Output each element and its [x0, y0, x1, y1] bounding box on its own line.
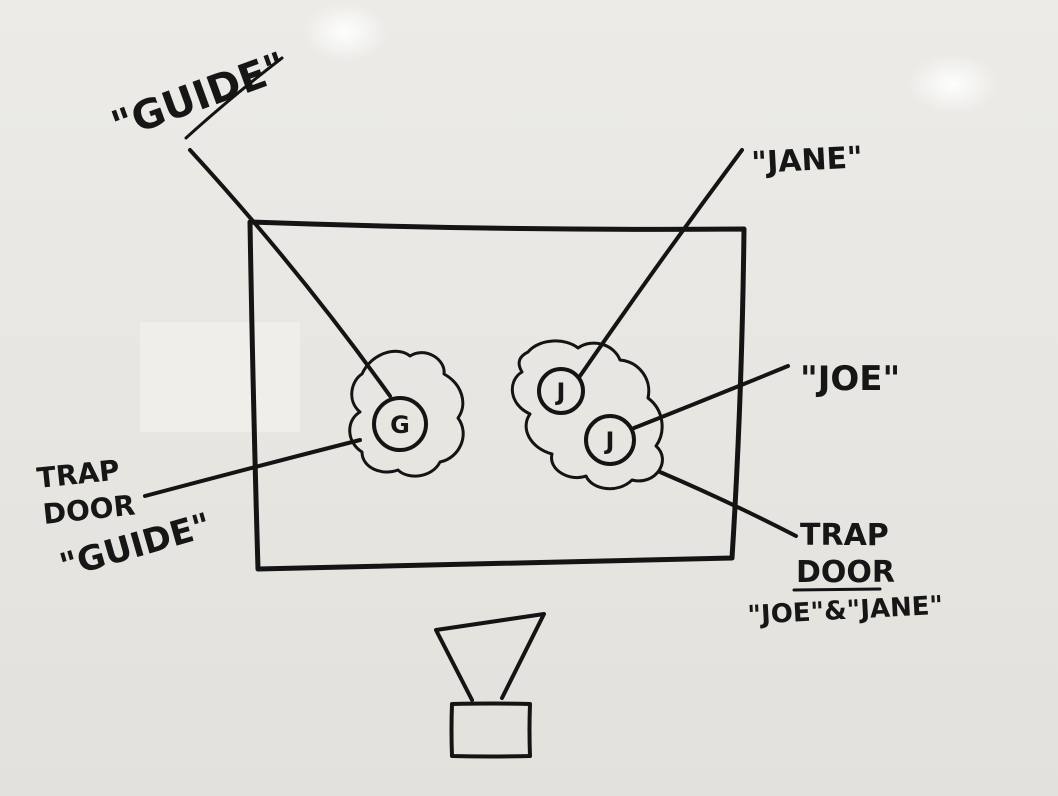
trap-joe-jane-label-line-1: TRAP — [800, 518, 889, 553]
trap-door-underline — [792, 587, 882, 592]
joe-token-letter: J — [604, 427, 615, 455]
joe-right-leader — [632, 364, 790, 430]
light-glare-right — [907, 54, 999, 114]
camera-body — [449, 701, 532, 759]
guide-blob — [348, 349, 465, 478]
window-reflection — [140, 322, 300, 432]
trap-joe-jane-leader — [658, 470, 798, 538]
joe-token — [584, 414, 636, 466]
trap-joe-jane-label-line-2: DOOR — [796, 555, 895, 590]
jane-token-letter: J — [555, 378, 566, 406]
jane-top-label: "JANE" — [751, 140, 864, 181]
guide-token — [372, 396, 428, 452]
guide-top-underline — [184, 56, 284, 140]
stage-frame — [247, 219, 747, 572]
light-glare-top — [303, 2, 387, 62]
joe-right-label: "JOE" — [800, 359, 900, 399]
trap-guide-leader — [143, 438, 362, 498]
guide-top-leader — [188, 148, 392, 398]
joe-jane-blob — [510, 339, 664, 491]
jane-top-leader — [578, 148, 744, 378]
camera-cone — [434, 612, 546, 702]
guide-token-letter: G — [390, 411, 410, 439]
jane-token — [537, 367, 585, 415]
